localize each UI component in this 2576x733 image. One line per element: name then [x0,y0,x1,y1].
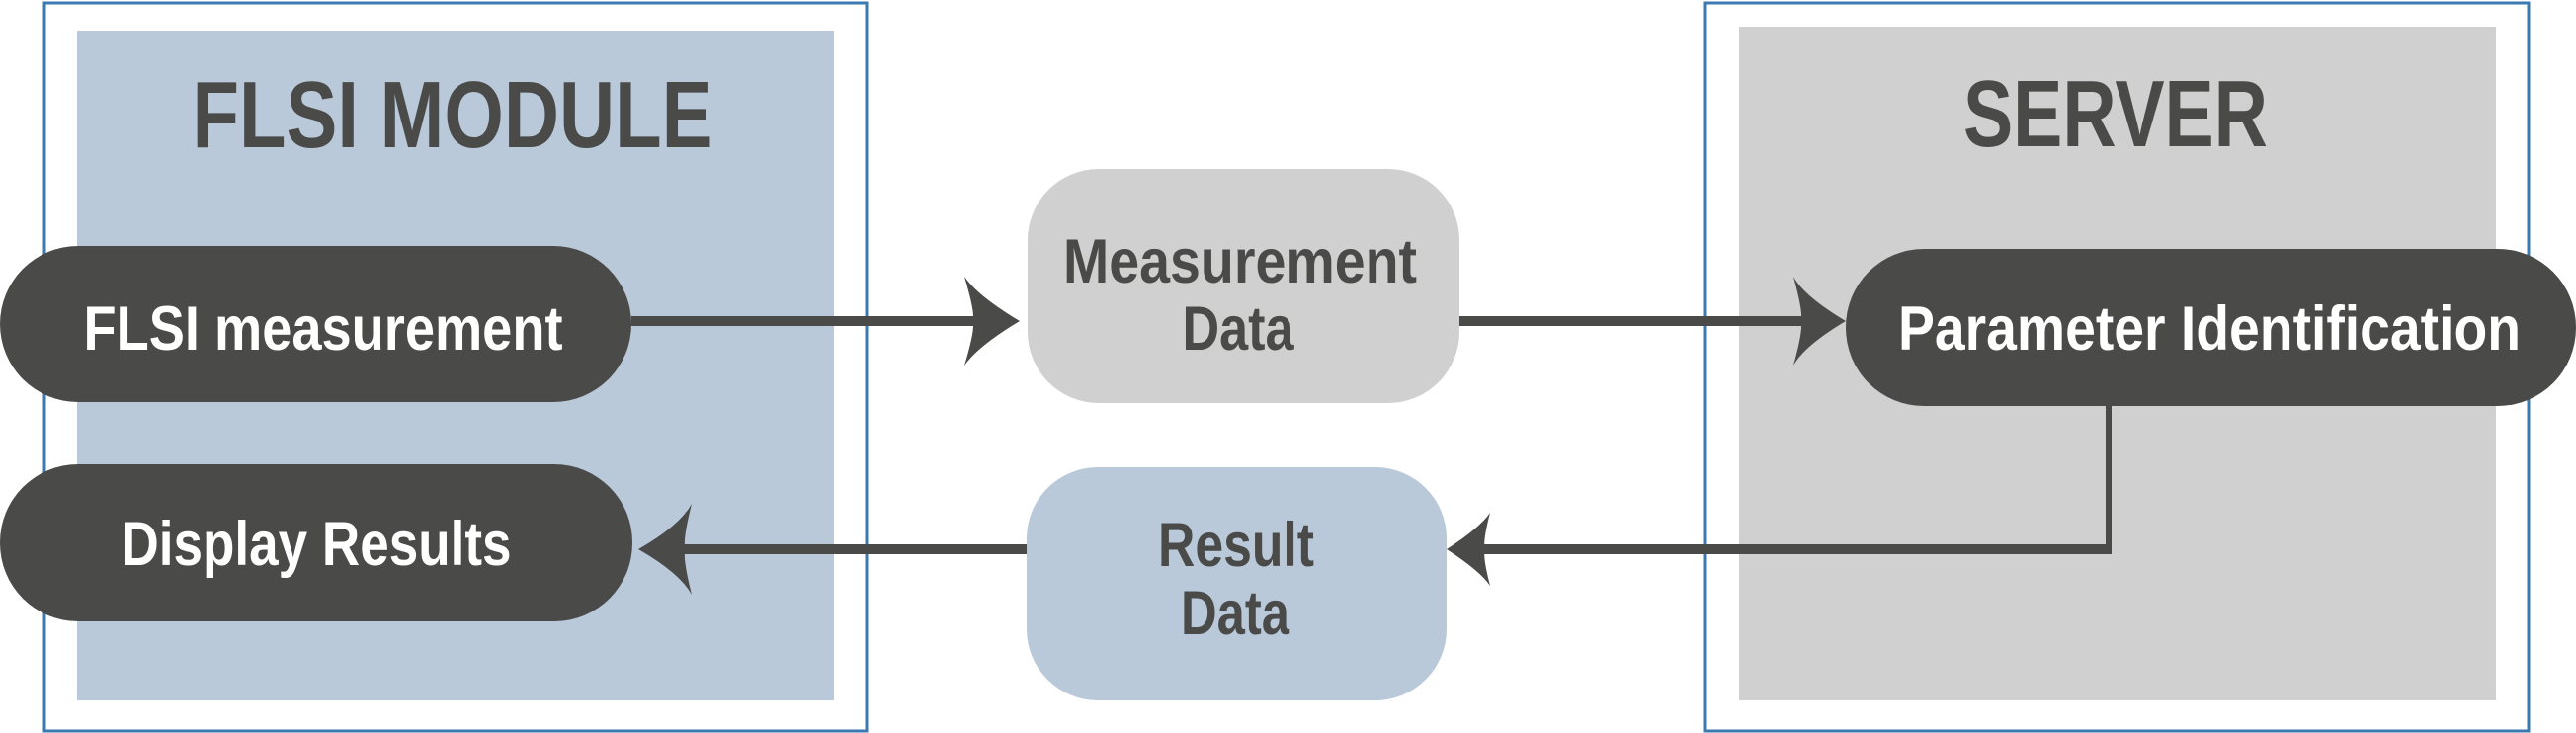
process-label: Display Results [122,510,512,579]
flow-line-to-result-data [1472,544,2112,554]
data-object-measurement-data[interactable]: Measurement Data [1028,169,1459,403]
data-object-box [1027,467,1447,700]
server-title: SERVER [1963,61,2268,167]
flow-line-measurement-to-data [631,316,997,326]
data-object-label-line: Result [1158,511,1314,580]
process-display-results[interactable]: Display Results [0,464,632,621]
arrowhead-left-icon [1447,513,1490,586]
process-pill [1846,249,2576,406]
connectors [631,277,2112,595]
arrowhead-right-icon [1793,277,1846,366]
process-flsi-measurement[interactable]: FLSI measurement [0,246,631,402]
data-object-label-line: Measurement [1063,227,1417,296]
process-pill [0,464,632,621]
process-label: FLSI measurement [84,294,563,364]
flow-line-data-to-parameter-identification [1459,316,1823,326]
data-object-label-line: Data [1183,294,1295,364]
process-parameter-identification[interactable]: Parameter Identification [1846,249,2576,406]
flow-line-result-data-to-display [662,544,1027,554]
arrowhead-right-icon [964,277,1020,366]
arrowhead-left-icon [638,504,692,595]
data-object-result-data[interactable]: Result Data [1027,467,1447,700]
flow-line-parameter-identification-down [2106,406,2112,554]
data-object-label-line: Data [1181,579,1290,648]
process-pill [0,246,631,402]
data-object-box [1028,169,1459,403]
module-title: FLSI MODULE [193,62,713,168]
process-label: Parameter Identification [1898,294,2521,364]
